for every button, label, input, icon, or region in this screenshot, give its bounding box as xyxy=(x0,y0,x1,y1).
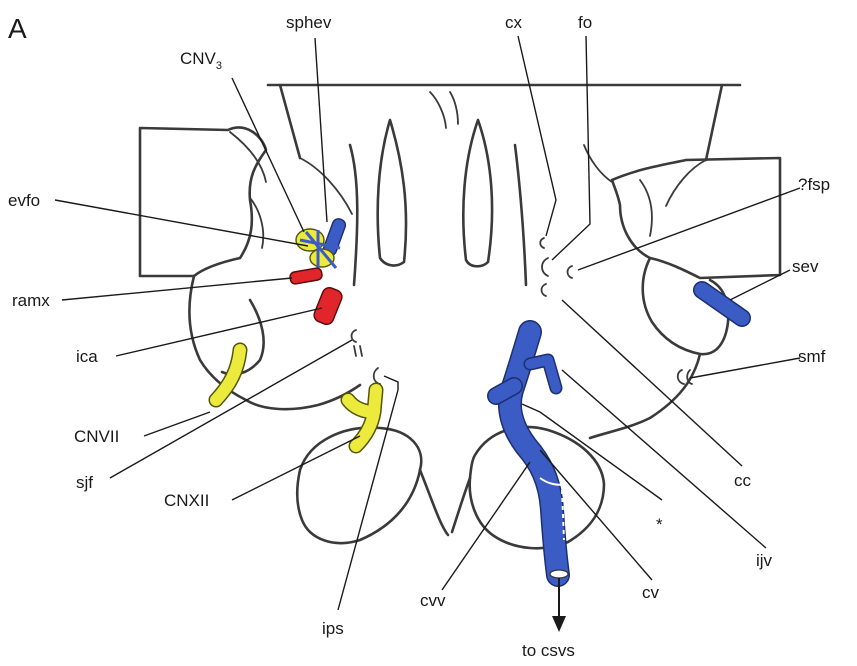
ica-artery xyxy=(312,286,344,327)
label-ips: ips xyxy=(322,619,344,638)
label-cnv3-sub: 3 xyxy=(216,60,222,72)
right-block-detail xyxy=(584,145,652,236)
label-fo: fo xyxy=(578,13,592,32)
ramx-artery xyxy=(289,267,323,284)
label-fsp: ?fsp xyxy=(798,175,830,194)
label-sev: sev xyxy=(792,257,819,276)
right-side-structures xyxy=(496,290,742,632)
label-smf: smf xyxy=(798,347,826,366)
left-block-detail xyxy=(230,132,266,248)
leader-cnvii xyxy=(144,412,210,436)
label-sjf: sjf xyxy=(76,473,93,492)
leader-ica xyxy=(116,308,322,356)
left-side-structures xyxy=(216,217,376,446)
right-lower-outline xyxy=(590,354,700,438)
label-ramx: ramx xyxy=(12,291,50,310)
fsp-opening xyxy=(568,266,573,278)
right-block xyxy=(612,158,780,278)
panel-label: A xyxy=(8,13,27,44)
cv-branch xyxy=(496,386,514,396)
sjf-opening xyxy=(352,330,357,342)
leader-smf xyxy=(690,358,800,378)
label-cnvii: CNVII xyxy=(74,427,119,446)
leader-cc xyxy=(562,300,742,466)
label-ica: ica xyxy=(76,347,98,366)
vein-cut-end xyxy=(550,570,568,578)
fo-opening xyxy=(542,258,548,276)
label-cc: cc xyxy=(734,471,752,490)
leader-cnv3 xyxy=(232,78,304,232)
top-plate xyxy=(268,85,740,160)
label-cnv3: CNV3 xyxy=(180,49,222,72)
csvs-arrow-head xyxy=(552,616,566,632)
ips-opening xyxy=(374,368,380,384)
label-cv: cv xyxy=(642,583,660,602)
cnvii-nerve xyxy=(216,350,240,400)
label-to-csvs: to csvs xyxy=(522,641,575,660)
left-central-lobe xyxy=(378,120,406,265)
label-cvv: cvv xyxy=(420,591,446,610)
leader-lines xyxy=(55,36,800,610)
leader-cx xyxy=(518,36,556,236)
label-evfo: evfo xyxy=(8,191,40,210)
leader-sphev xyxy=(315,38,327,222)
label-sphev: sphev xyxy=(286,13,332,32)
label-cnxii: CNXII xyxy=(164,491,209,510)
central-top-lines xyxy=(430,92,458,128)
leader-ramx xyxy=(62,278,292,300)
sjf-dashes xyxy=(354,346,362,356)
labels: sphev CNV3 evfo ramx ica CNVII sjf CNXII… xyxy=(8,13,830,660)
leader-evfo xyxy=(55,200,308,246)
cx-opening xyxy=(540,238,544,248)
upper-ridges xyxy=(300,158,706,214)
left-block xyxy=(140,128,266,276)
label-star: * xyxy=(656,515,663,534)
label-ijv: ijv xyxy=(756,551,773,570)
label-cx: cx xyxy=(505,13,523,32)
leader-fsp xyxy=(578,188,800,270)
cc-branch xyxy=(530,360,556,388)
skull-outline xyxy=(140,85,780,548)
cc-opening xyxy=(542,284,547,296)
foramen-magnum-edges xyxy=(420,470,470,535)
right-central-lobe xyxy=(463,120,492,266)
label-cnv3-main: CNV xyxy=(180,49,217,68)
